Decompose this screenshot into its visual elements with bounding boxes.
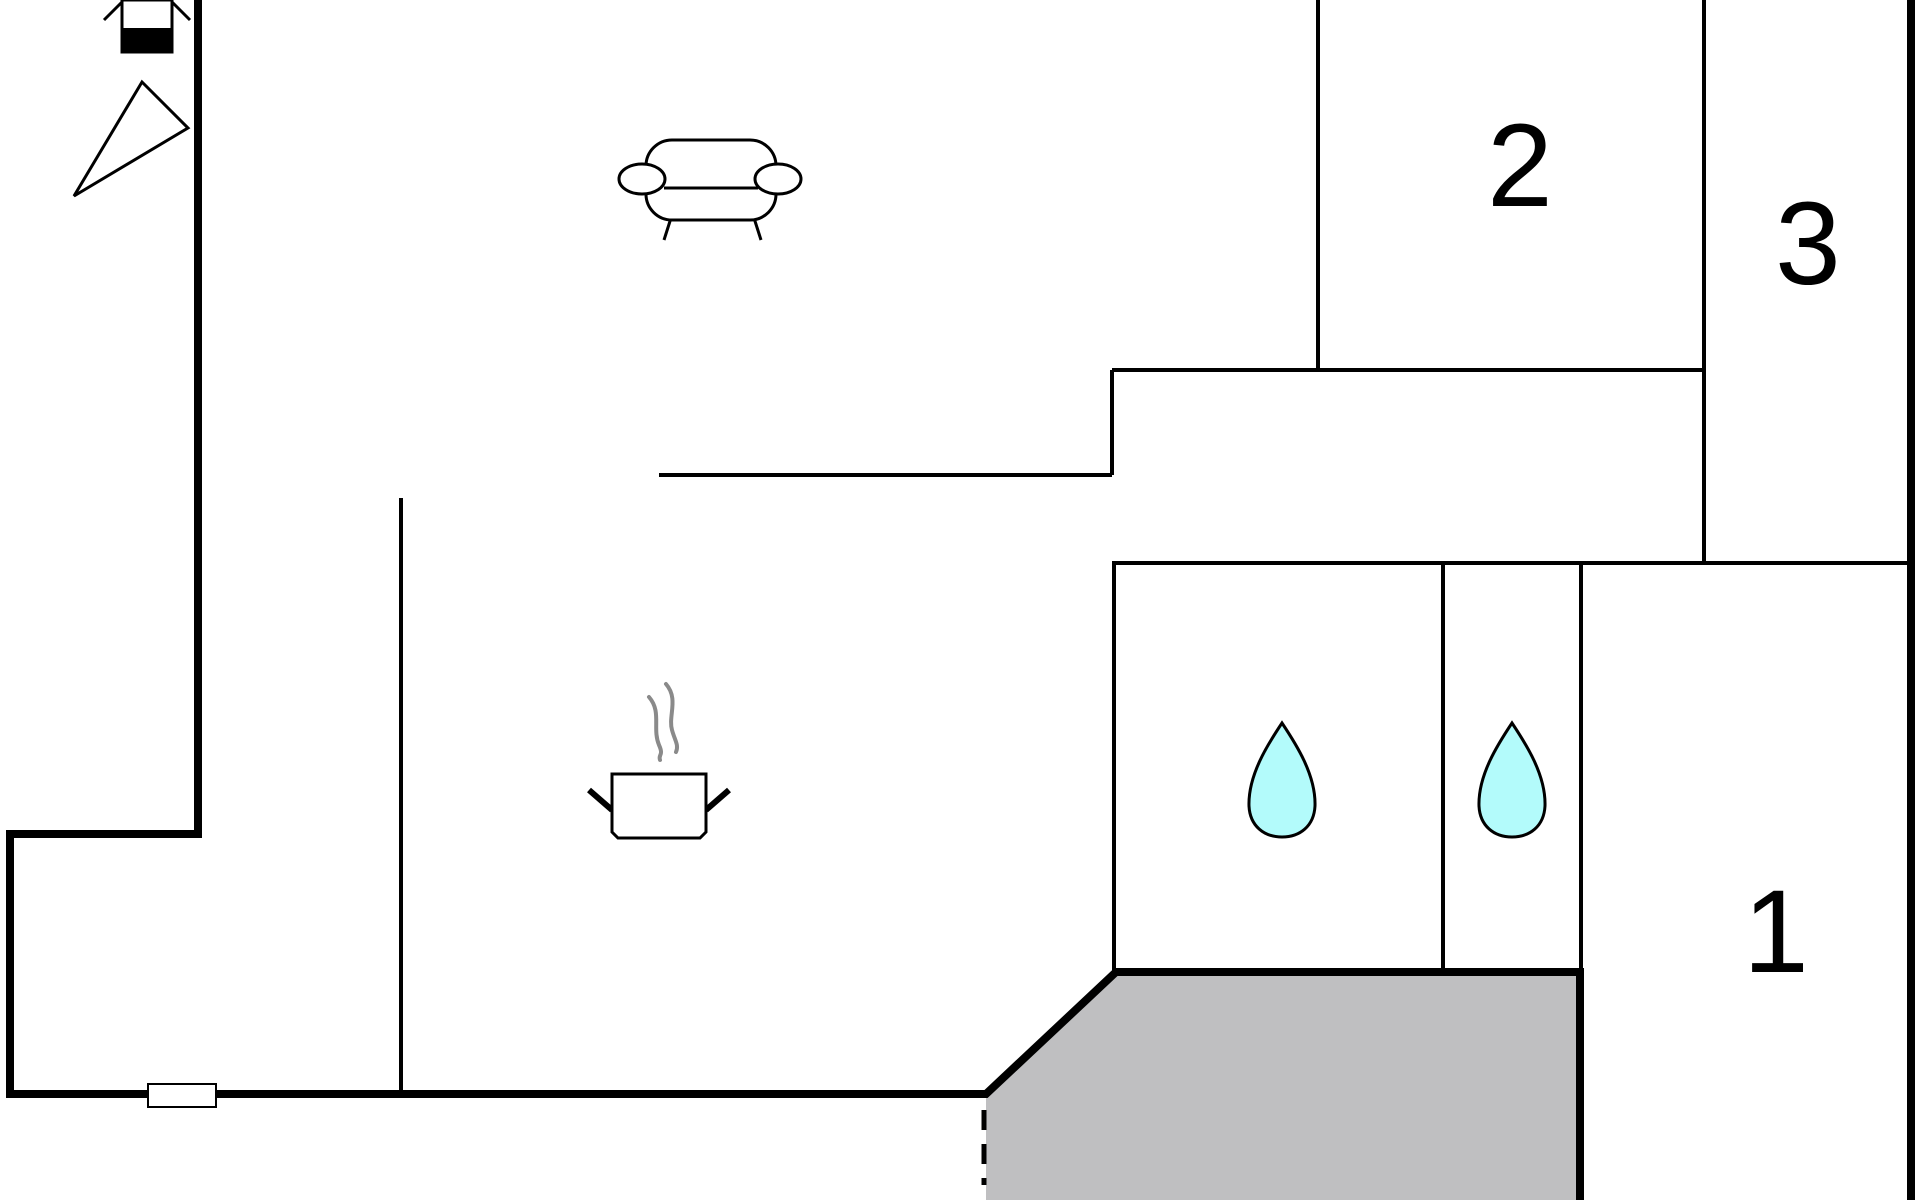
room-number-3: 3 [1775, 178, 1841, 310]
room-number-1: 1 [1743, 866, 1809, 998]
terrace-area [986, 972, 1580, 1200]
inner-walls [399, 0, 1911, 1094]
sofa-icon [617, 138, 803, 241]
north-arrow-icon [72, 79, 191, 198]
outer-wall-left [6, 0, 1584, 1200]
room-number-2: 2 [1487, 100, 1553, 232]
fireplace-icon [102, 0, 192, 54]
window [147, 1083, 217, 1108]
water-drop-icon [1247, 720, 1317, 839]
water-drop-icon [1477, 720, 1547, 839]
cooking-pot-icon [587, 682, 731, 840]
